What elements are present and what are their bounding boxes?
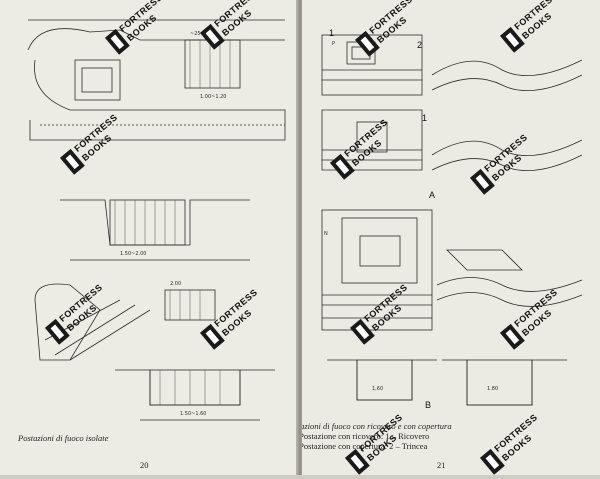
svg-text:1.00~1.20: 1.00~1.20 [200,94,226,100]
right-page-number: 21 [437,460,446,470]
left-page: ~25 1.00~1.20 1.50~2.00 2.00 1.50~1.60 P… [0,0,298,475]
right-page: P N 1,60 1.80 1 2 1 A B Postazioni di fu… [302,0,600,475]
figure-label-2: 2 [417,40,423,50]
left-page-number: 20 [140,460,149,470]
svg-text:1.50~2.00: 1.50~2.00 [120,251,146,257]
svg-text:2.00: 2.00 [170,281,181,287]
right-caption: Postazioni di fuoco con ricovero e con c… [302,421,452,431]
left-caption: Postazioni di fuoco isolate [18,433,109,443]
svg-text:N: N [324,231,328,237]
svg-text:1.80: 1.80 [487,386,498,392]
svg-text:1.50~1.60: 1.50~1.60 [180,411,206,417]
figure-label-A: A [429,190,436,200]
right-legend-line-a: A – Postazione con ricovero: 1 – Ricover… [302,431,430,441]
left-technical-drawings: ~25 1.00~1.20 1.50~2.00 2.00 1.50~1.60 [27,19,286,421]
book-gutter [296,0,304,475]
figure-label-1b: 1 [422,113,428,123]
svg-text:1,60: 1,60 [372,386,383,392]
right-technical-drawings: P N 1,60 1.80 [321,34,583,406]
svg-text:P: P [332,41,335,47]
right-legend-line-b: B – Postazione con copertura: 2 – Trince… [302,441,428,451]
figure-label-B: B [425,400,432,410]
figure-label-1a: 1 [329,28,335,38]
svg-text:~25: ~25 [190,31,201,37]
